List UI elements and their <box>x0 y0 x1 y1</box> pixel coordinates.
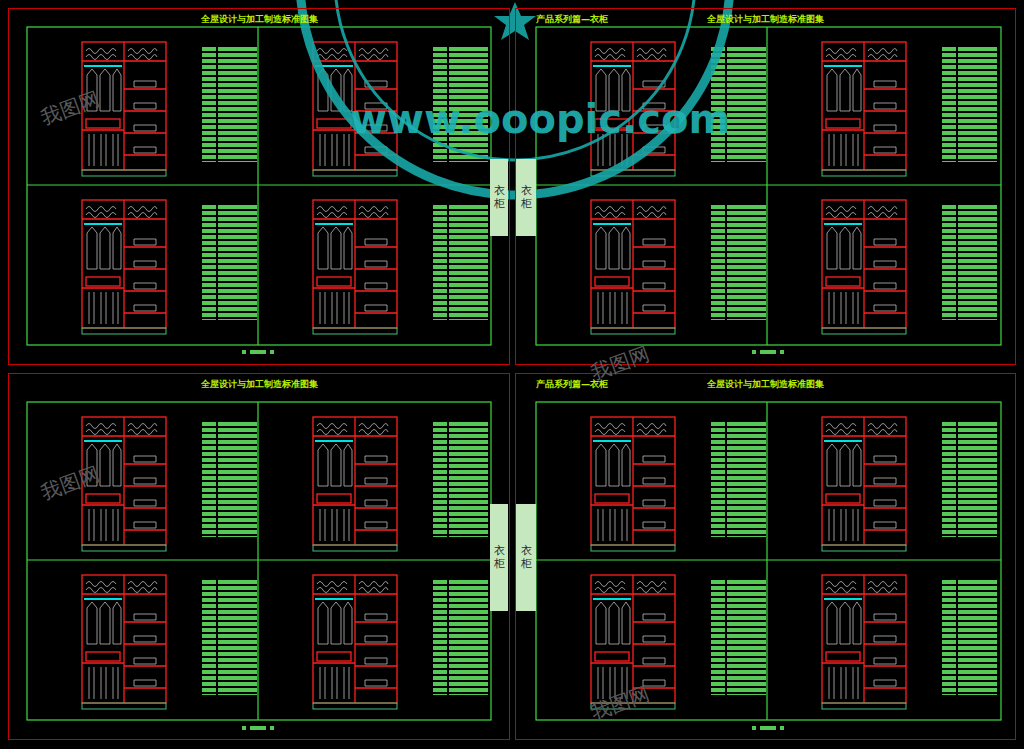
sheet-title: 全屋设计与加工制造标准图集 <box>9 378 509 391</box>
tab-label: 衣柜 <box>494 545 505 569</box>
tab-label: 衣柜 <box>494 185 505 209</box>
drawing-sheet: 全屋设计与加工制造标准图集衣柜 <box>8 8 510 365</box>
section-tab: 衣柜 <box>490 504 508 611</box>
series-label: 产品系列篇—衣柜 <box>536 13 608 26</box>
sheet-number-marks <box>242 350 784 730</box>
drawing-sheet: 产品系列篇—衣柜全屋设计与加工制造标准图集衣柜 <box>515 8 1016 365</box>
tab-label: 衣柜 <box>521 545 532 569</box>
tab-label: 衣柜 <box>521 185 532 209</box>
sheet-title: 全屋设计与加工制造标准图集 <box>9 13 509 26</box>
watermark: 我图网 <box>37 461 103 507</box>
watermark: 我图网 <box>587 341 653 387</box>
watermark: 我图网 <box>37 86 103 132</box>
sheet-title: 全屋设计与加工制造标准图集 <box>516 378 1015 391</box>
section-tab: 衣柜 <box>516 159 536 236</box>
drawing-sheet: 全屋设计与加工制造标准图集衣柜 <box>8 373 510 740</box>
watermark: 我图网 <box>587 681 653 727</box>
sheet-title: 全屋设计与加工制造标准图集 <box>516 13 1015 26</box>
section-tab: 衣柜 <box>516 504 536 611</box>
drawing-sheet: 产品系列篇—衣柜全屋设计与加工制造标准图集衣柜 <box>515 373 1016 740</box>
watermark-url: www.ooopic.com <box>350 96 730 142</box>
parts-tables <box>202 47 997 695</box>
wardrobe-elevations <box>82 42 906 709</box>
section-tab: 衣柜 <box>490 159 508 236</box>
